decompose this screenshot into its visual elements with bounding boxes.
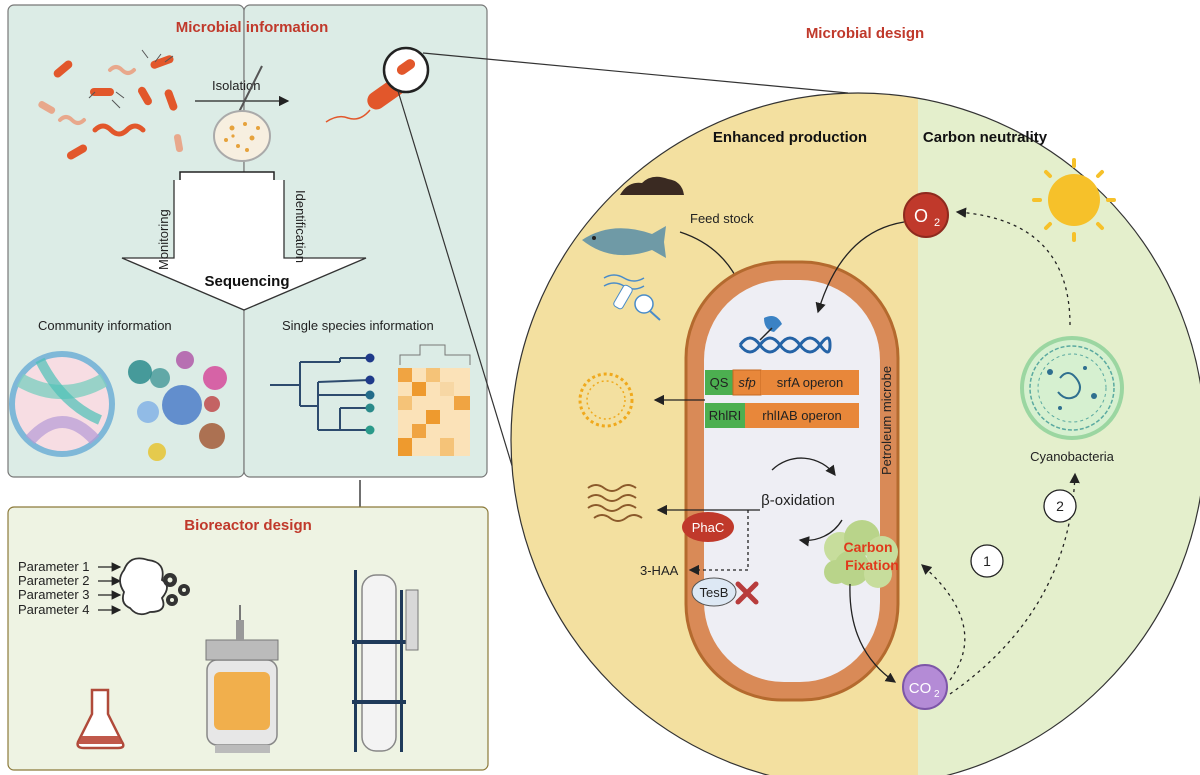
polymer-chain-icon	[587, 484, 643, 522]
plastic-waste-icon	[603, 274, 661, 321]
srfa-operon-block	[761, 370, 859, 395]
cluster-scatter-icon	[128, 351, 227, 461]
zoom-circle-large	[510, 92, 1200, 775]
microbial-design-panel: Microbial design Enhanced production Car…	[510, 25, 1200, 775]
carbon-neutrality-label: Carbon neutrality	[923, 129, 1048, 146]
tree-node	[365, 375, 375, 385]
parameter-1-label: Parameter 1	[18, 559, 90, 574]
heatmap-icon	[398, 344, 471, 456]
carbon-fixation-label-line1: Carbon	[844, 539, 893, 555]
parameter-3-label: Parameter 3	[18, 587, 90, 602]
o2-arrow	[815, 221, 905, 314]
zoom-line-bottom	[397, 90, 521, 493]
tree-node	[365, 403, 375, 413]
co2-fixation-arrow	[849, 583, 897, 683]
o2-molecule	[903, 192, 949, 238]
feed-stock-label: Feed stock	[690, 211, 754, 226]
sfp-gene-block	[732, 369, 762, 396]
rhlri-gene-block	[705, 403, 745, 428]
sun-icon	[1032, 158, 1116, 242]
rhliab-operon-label: rhlIAB operon	[762, 408, 842, 423]
qs-label: QS	[710, 375, 729, 390]
zoom-bacterium-icon	[396, 59, 416, 75]
enhanced-production-label: Enhanced production	[713, 129, 867, 146]
knockout-cross-icon	[735, 581, 759, 605]
step-2-label: 2	[1056, 498, 1064, 514]
sfp-label: sfp	[738, 375, 755, 390]
tree-node	[365, 390, 375, 400]
chord-diagram-icon	[9, 351, 115, 457]
co2-molecule	[902, 664, 948, 710]
sequencing-funnel-arrow	[121, 180, 367, 311]
micelle-icon	[578, 372, 634, 428]
bioreactor-vessel-icon	[205, 605, 279, 753]
dna-editing-icon	[738, 316, 832, 354]
monitoring-label: Monitoring	[156, 209, 171, 270]
tesb-label: TesB	[700, 585, 729, 600]
step-1-label: 1	[983, 553, 991, 569]
co2-label: CO	[909, 680, 932, 697]
pathway-2-dashed-arrow	[949, 472, 1080, 695]
tree-node	[365, 353, 375, 363]
brain-gears-icon	[119, 557, 190, 616]
step-1-badge	[970, 544, 1004, 578]
industrial-reactor-icon	[352, 570, 419, 752]
rhlri-label: RhlRI	[709, 408, 742, 423]
sequencing-label: Sequencing	[204, 273, 289, 290]
pathway-1-dashed-arrow	[921, 564, 966, 681]
fish-icon	[582, 226, 666, 258]
bioreactor-design-panel: Bioreactor design Parameter 1 Parameter …	[7, 506, 489, 771]
phac-enzyme	[682, 512, 734, 542]
srfa-operon-label: srfA operon	[777, 375, 844, 390]
isolation-label: Isolation	[212, 78, 260, 93]
step-2-badge	[1043, 489, 1077, 523]
beta-oxidation-label: β-oxidation	[761, 492, 835, 509]
soil-pile-icon	[620, 176, 684, 195]
microbial-design-title: Microbial design	[806, 25, 924, 42]
haa-dashed-arrow	[688, 510, 749, 576]
microbial-information-title: Microbial information	[176, 19, 329, 36]
cyanobacteria-label: Cyanobacteria	[1030, 449, 1115, 464]
identification-label: Identification	[293, 190, 308, 263]
qs-gene-block	[705, 370, 733, 395]
zoom-line-top	[422, 52, 849, 94]
flask-icon	[76, 688, 125, 750]
parameter-4-label: Parameter 4	[18, 602, 90, 617]
carbon-fixation-icon	[824, 520, 898, 588]
o2-subscript: 2	[934, 217, 940, 229]
beta-oxidation-cycle	[771, 457, 843, 547]
carbon-fixation-label-line2: Fixation	[845, 557, 899, 573]
single-species-information-label: Single species information	[282, 318, 434, 333]
tesb-enzyme	[691, 577, 737, 607]
microbial-information-panel: Microbial information Isolation	[7, 4, 488, 521]
co2-subscript: 2	[934, 689, 940, 700]
bioreactor-design-title: Bioreactor design	[184, 517, 312, 534]
o2-label: O	[914, 206, 928, 226]
phylogenetic-tree-icon	[270, 357, 371, 431]
petri-dish-icon	[213, 110, 271, 162]
cyanobacteria-icon	[1020, 336, 1124, 440]
community-information-label: Community information	[38, 318, 172, 333]
phac-label: PhaC	[692, 520, 725, 535]
rhliab-operon-block	[745, 403, 859, 428]
haa-label: 3-HAA	[640, 563, 679, 578]
parameter-2-label: Parameter 2	[18, 573, 90, 588]
bacteria-cluster-icon	[38, 49, 184, 160]
o2-release-dashed-arrow	[955, 207, 1071, 326]
tree-node	[365, 425, 375, 435]
petroleum-microbe-label: Petroleum microbe	[879, 366, 894, 475]
